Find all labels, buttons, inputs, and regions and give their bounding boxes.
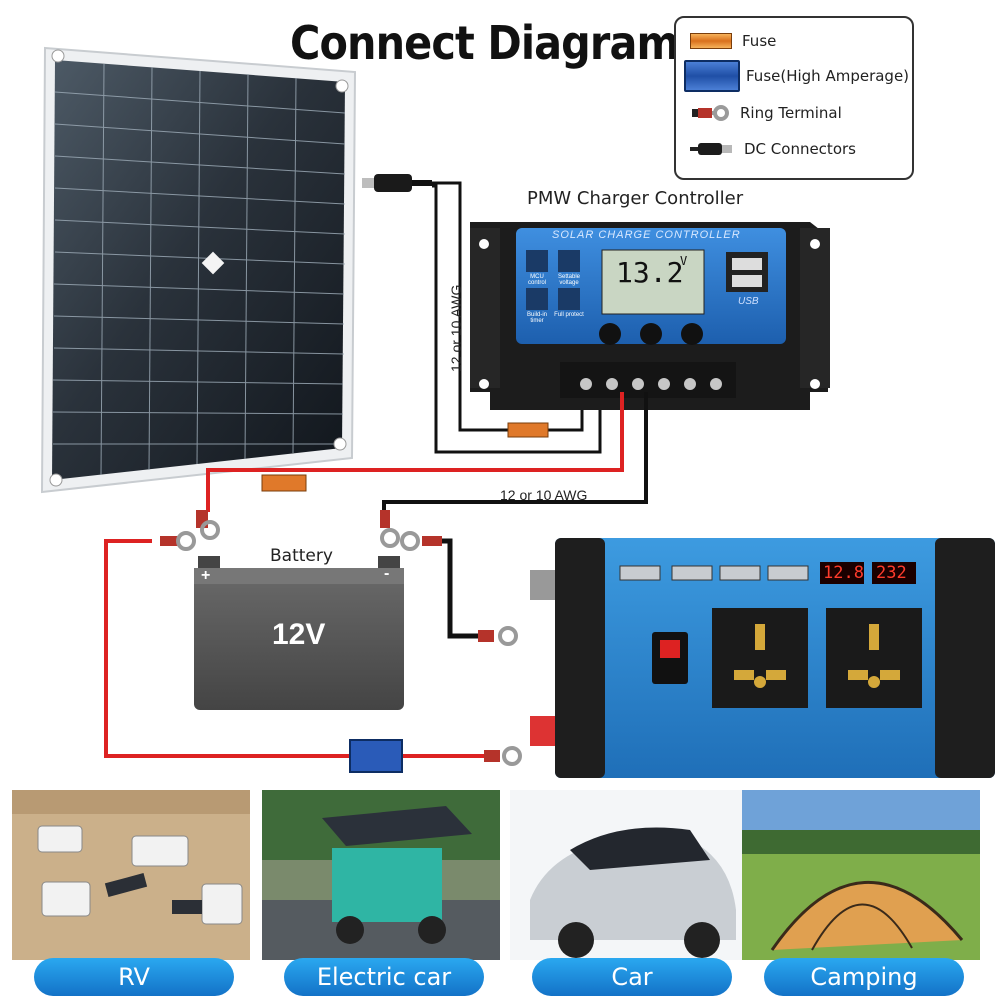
fuse-icon xyxy=(261,474,307,492)
legend-item-ring-terminal: Ring Terminal xyxy=(690,98,842,128)
application-photo-camping xyxy=(742,790,980,960)
battery-minus: - xyxy=(384,565,390,582)
ring-terminal-icon xyxy=(478,626,518,646)
ring-terminal-icon xyxy=(400,531,442,551)
ring-terminal-icon xyxy=(484,746,522,766)
solar-panel xyxy=(40,46,357,494)
legend-label: Ring Terminal xyxy=(740,104,842,122)
usb-label: USB xyxy=(738,296,759,307)
battery-label: Battery xyxy=(270,546,333,566)
power-inverter xyxy=(530,538,995,778)
high-amperage-fuse-icon xyxy=(349,739,403,773)
diagram-title: Connect Diagram xyxy=(290,16,680,70)
legend-item-dc-connectors: DC Connectors xyxy=(690,134,856,164)
battery-voltage: 12V xyxy=(272,618,326,651)
application-photo-car xyxy=(510,790,748,960)
ring-terminal-icon xyxy=(160,531,196,551)
feature-label: Settable voltage xyxy=(557,274,581,286)
fuse-icon xyxy=(507,422,549,438)
legend-label: Fuse xyxy=(742,32,777,50)
wire-gauge-label-vertical: 12 or 10 AWG xyxy=(448,284,464,372)
application-label-electric-car: Electric car xyxy=(284,958,484,996)
ring-terminal-icon xyxy=(380,510,400,548)
application-photo-rv xyxy=(12,790,250,960)
feature-label: Full protect xyxy=(554,312,584,318)
controller-panel-title: SOLAR CHARGE CONTROLLER xyxy=(552,229,741,241)
wiring-diagram xyxy=(40,46,995,778)
legend-item-high-amperage-fuse: Fuse(High Amperage) xyxy=(684,60,910,92)
controller-display-unit: V xyxy=(680,254,688,268)
charge-controller xyxy=(470,222,830,410)
dc-connector-icon xyxy=(690,143,732,155)
high-amperage-fuse-icon xyxy=(684,60,740,92)
fuse-icon xyxy=(690,33,732,49)
battery-plus: + xyxy=(201,567,211,584)
application-label-camping: Camping xyxy=(764,958,964,996)
ring-terminal-icon xyxy=(692,105,729,121)
feature-label: Build-in timer xyxy=(526,312,547,324)
dc-connector xyxy=(362,174,432,192)
legend-label: DC Connectors xyxy=(744,140,856,158)
legend-box: Fuse Fuse(High Amperage) Ring Terminal D… xyxy=(674,16,914,180)
ring-terminal-icon xyxy=(196,510,220,540)
application-label-rv: RV xyxy=(34,958,234,996)
legend-label: Fuse(High Amperage) xyxy=(746,67,910,85)
controller-display-value: 13.2 xyxy=(616,256,684,289)
controller-caption: PMW Charger Controller xyxy=(527,188,744,209)
inverter-display-left: 12.8 xyxy=(823,563,864,583)
feature-label: MCU control xyxy=(527,274,546,286)
inverter-display-right: 232 xyxy=(876,563,907,583)
application-photo-electric-car xyxy=(262,790,500,960)
application-label-car: Car xyxy=(532,958,732,996)
wire-gauge-label-horizontal: 12 or 10 AWG xyxy=(500,487,588,503)
legend-item-fuse: Fuse xyxy=(690,26,776,56)
battery xyxy=(194,556,404,710)
